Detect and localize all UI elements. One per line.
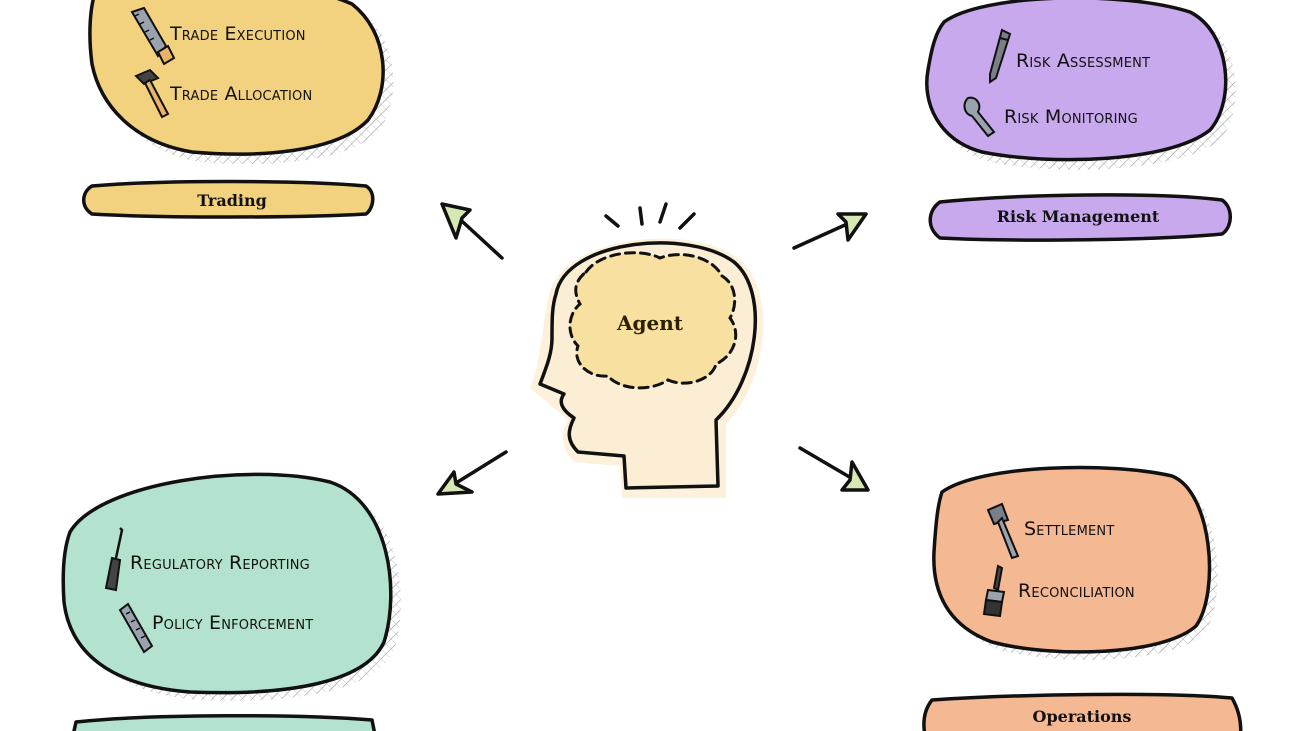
tool-label-trade-allocation: Trade Allocation [169, 83, 312, 105]
saw-icon [130, 6, 176, 66]
arrow-to-operations [798, 446, 870, 492]
hammer-icon [134, 68, 170, 119]
arrow-to-compliance [436, 450, 508, 496]
operations-banner [922, 692, 1243, 731]
tool-label-policy-enforcement: Policy Enforcement [152, 612, 313, 634]
category-label-operations: Operations [1033, 707, 1132, 726]
trading-banner [82, 179, 375, 219]
screwdriver-icon [104, 527, 124, 592]
tool-label-reconciliation: Reconciliation [1018, 580, 1135, 602]
group-compliance: Regulatory Reporting Policy Enforcement [61, 472, 401, 731]
brush-icon [982, 564, 1006, 618]
wrench-icon [963, 96, 996, 138]
axe-icon [986, 502, 1020, 560]
ruler-icon [118, 602, 154, 654]
tool-label-trade-execution: Trade Execution [169, 23, 306, 45]
pen-icon [989, 28, 1012, 84]
category-label-trading: Trading [197, 191, 267, 210]
compliance-banner [72, 713, 376, 731]
operations-bubble [932, 465, 1212, 654]
agent-label: Agent [616, 311, 684, 335]
group-operations: Settlement Reconciliation Operations [922, 465, 1243, 731]
risk-banner [928, 193, 1232, 242]
arrow-to-risk [792, 212, 868, 250]
tool-label-risk-assessment: Risk Assessment [1016, 50, 1150, 72]
group-trading: Trade Execution Trade Allocation Trading [82, 0, 394, 219]
brain-icon [568, 251, 738, 390]
category-label-risk-management: Risk Management [997, 207, 1160, 226]
arrow-to-trading [440, 202, 504, 260]
risk-bubble [925, 0, 1228, 162]
tool-label-settlement: Settlement [1024, 518, 1114, 540]
thinking-rays [604, 202, 696, 230]
tool-label-risk-monitoring: Risk Monitoring [1004, 106, 1138, 128]
tool-label-regulatory-reporting: Regulatory Reporting [130, 552, 310, 574]
agent-head: Agent [530, 202, 764, 498]
group-risk: Risk Assessment Risk Monitoring Risk Man… [925, 0, 1236, 242]
